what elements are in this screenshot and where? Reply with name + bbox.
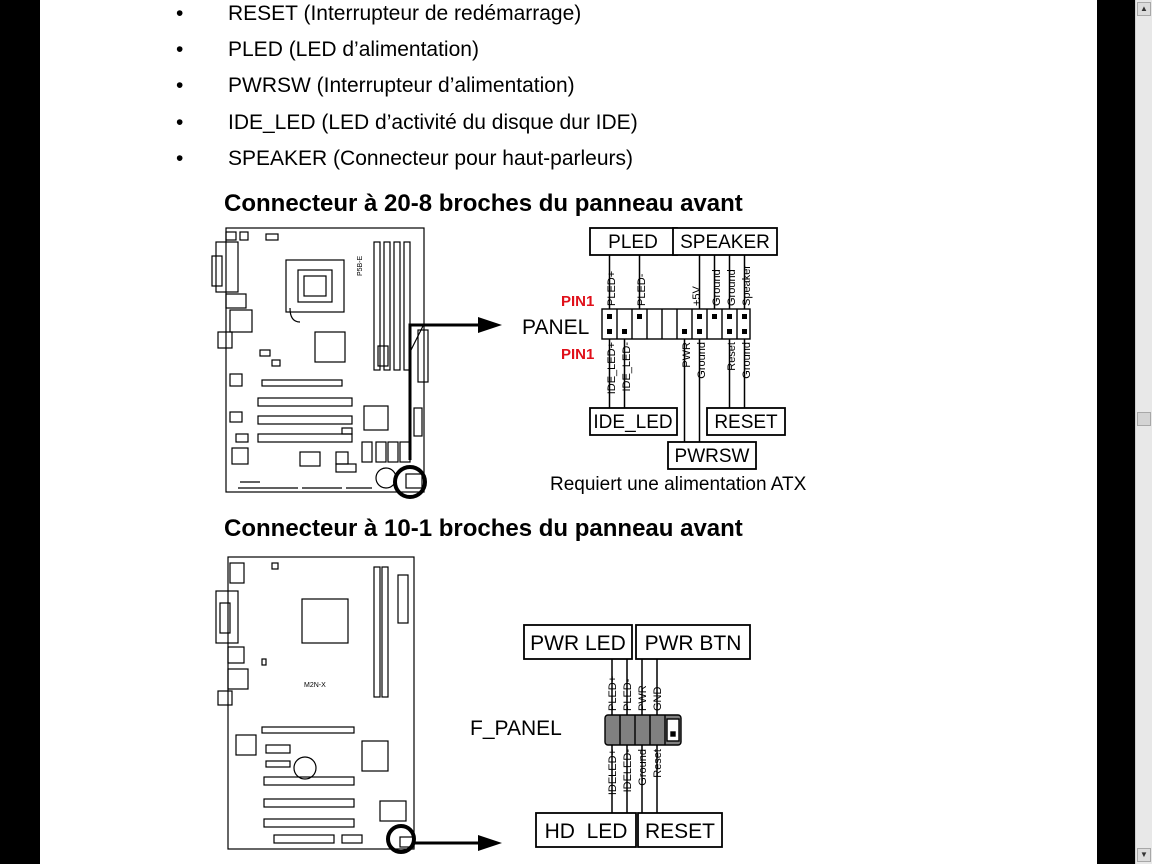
pin-label: IDE_LED+ xyxy=(606,342,618,394)
connector-diagram-10-1: M2N-X F_PANEL PWR LED PWR BTN HD LED RES… xyxy=(215,556,751,854)
pin-label: Ground xyxy=(741,342,753,379)
pin-label: IDE_LED- xyxy=(621,342,633,392)
atx-note: Requiert une alimentation ATX xyxy=(550,474,807,495)
pin-label: IDELED+ xyxy=(607,749,619,795)
f-panel-label: F_PANEL xyxy=(470,717,562,740)
group-label-speaker: SPEAKER xyxy=(680,232,770,253)
pin-markers xyxy=(607,314,747,334)
bullet-icon: • xyxy=(176,74,184,97)
pin-label: PWR xyxy=(637,685,649,711)
pin1-label-top: PIN1 xyxy=(561,293,594,310)
arrow-head-icon xyxy=(478,317,502,333)
pin1-label-bottom: PIN1 xyxy=(561,346,594,363)
pin-label: PLED- xyxy=(622,678,634,711)
group-label-hd-led: HD LED xyxy=(545,820,628,843)
pin-label: Ground xyxy=(726,269,738,306)
pin-label: IDELED- xyxy=(622,749,634,793)
pin-label: GND xyxy=(652,687,664,712)
pointer-line xyxy=(408,323,480,460)
motherboard-illustration: M2N-X xyxy=(215,556,416,854)
pin-label: Ground xyxy=(637,749,649,786)
document-page: • RESET (Interrupteur de redémarrage) • … xyxy=(40,0,1097,864)
bullet-icon: • xyxy=(176,147,184,170)
heading-connector-20-8: Connecteur à 20-8 broches du panneau ava… xyxy=(224,190,743,217)
pin-label: Speaker xyxy=(741,265,753,306)
group-label-reset: RESET xyxy=(714,412,778,433)
bullet-text: SPEAKER (Connecteur pour haut-parleurs) xyxy=(228,147,634,170)
bullet-text: PWRSW (Interrupteur d’alimentation) xyxy=(228,74,575,97)
scroll-up-icon[interactable]: ▲ xyxy=(1137,2,1151,16)
group-boxes xyxy=(589,227,786,470)
bullet-icon: • xyxy=(176,38,184,61)
bullet-icon: • xyxy=(176,2,184,25)
pin-label: Reset xyxy=(652,749,664,778)
group-label-pwrsw: PWRSW xyxy=(675,446,750,467)
group-boxes xyxy=(523,624,751,848)
wires xyxy=(608,254,746,442)
board-model-label: M2N-X xyxy=(304,682,326,689)
pin-header xyxy=(604,714,682,746)
scrollbar-thumb[interactable] xyxy=(1137,412,1151,426)
pin-label: Reset xyxy=(726,342,738,371)
bullet-text: RESET (Interrupteur de redémarrage) xyxy=(228,2,582,25)
group-label-reset: RESET xyxy=(645,820,715,843)
pin-label: PLED- xyxy=(636,273,648,306)
group-label-pled: PLED xyxy=(608,232,658,253)
bullet-icon: • xyxy=(176,111,184,134)
pin-header xyxy=(601,308,751,340)
vertical-scrollbar[interactable]: ▲ ▼ xyxy=(1135,0,1152,864)
group-label-pwr-led: PWR LED xyxy=(530,632,626,655)
motherboard-illustration: P5B-E xyxy=(211,227,429,499)
panel-label: PANEL xyxy=(522,316,589,339)
bullet-text: PLED (LED d’alimentation) xyxy=(228,38,479,61)
heading-connector-10-1: Connecteur à 10-1 broches du panneau ava… xyxy=(224,515,743,542)
group-label-ide-led: IDE_LED xyxy=(593,412,672,433)
arrow-head-icon xyxy=(478,835,502,851)
group-label-pwr-btn: PWR BTN xyxy=(645,632,742,655)
pin-label: PLED+ xyxy=(606,271,618,306)
wires xyxy=(611,659,658,813)
bullet-text: IDE_LED (LED d’activité du disque dur ID… xyxy=(228,111,638,134)
scroll-down-icon[interactable]: ▼ xyxy=(1137,848,1151,862)
board-model-label: P5B-E xyxy=(357,255,364,276)
pin-label: +5V xyxy=(691,285,703,306)
pin-label: PWR xyxy=(681,342,693,368)
pin-label: Ground xyxy=(696,342,708,379)
pin-label: PLED+ xyxy=(607,676,619,711)
connector-diagram-20-8: P5B-E PANEL PIN1 PIN1 xyxy=(211,227,807,499)
pin-label: Ground xyxy=(711,269,723,306)
